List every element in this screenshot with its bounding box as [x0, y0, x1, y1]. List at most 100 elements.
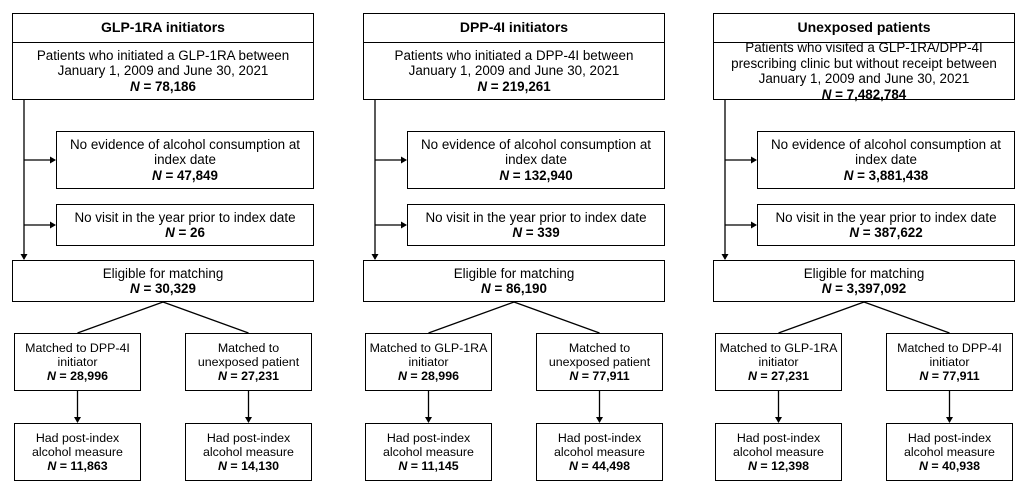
n-symbol: N	[919, 369, 929, 383]
cohort-count: N = 7,482,784	[714, 87, 1014, 103]
post-right-text-line: alcohol measure	[904, 445, 995, 459]
post-left-text-line: alcohol measure	[32, 445, 123, 459]
excl2-count: N = 387,622	[758, 225, 1014, 241]
n-value: 77,911	[942, 369, 980, 383]
match-left-text-line: initiator	[57, 355, 98, 369]
match-left-count: N = 27,231	[716, 369, 841, 383]
n-value: 7,482,784	[846, 86, 907, 102]
excl1-text-line: No evidence of alcohol consumption at	[420, 136, 651, 152]
n-symbol: N	[165, 225, 175, 240]
n-equals: =	[406, 369, 422, 383]
n-value: 86,190	[505, 281, 547, 296]
excl1-text-line: No evidence of alcohol consumption at	[770, 136, 1001, 152]
eligible-count: N = 3,397,092	[714, 281, 1014, 297]
exclusion-arrow	[50, 221, 56, 229]
cohort-count: N = 78,186	[13, 79, 313, 95]
eligible-count: N = 30,329	[13, 281, 313, 297]
n-symbol: N	[130, 281, 140, 296]
excl1-text-line: index date	[855, 152, 917, 168]
col3-title: Unexposed patients	[713, 13, 1015, 43]
exclusion-arrow	[401, 156, 407, 164]
post-right-text-line: Had post-index	[206, 431, 291, 445]
cohort-count: N = 219,261	[364, 79, 664, 95]
n-symbol: N	[849, 225, 859, 240]
n-equals: =	[853, 167, 869, 183]
split-line	[513, 301, 600, 334]
match-to-post-arrow	[946, 417, 953, 423]
n-symbol: N	[843, 167, 854, 183]
split-line	[162, 301, 249, 334]
match-right-text-line: initiator	[929, 355, 970, 369]
n-value: 14,130	[241, 459, 279, 473]
post-left-text-line: alcohol measure	[383, 445, 474, 459]
excl1-count: N = 47,849	[57, 168, 313, 184]
n-equals: =	[927, 459, 943, 473]
match-right-text-line: Matched to	[568, 341, 631, 355]
n-symbol: N	[481, 281, 491, 296]
n-symbol: N	[398, 369, 407, 383]
n-symbol: N	[919, 459, 928, 473]
excl2-count: N = 26	[57, 225, 313, 241]
n-symbol: N	[218, 369, 227, 383]
eligible-text-line: Eligible for matching	[803, 265, 925, 281]
match-left-text-line: initiator	[758, 355, 799, 369]
match-to-post-arrow	[596, 417, 603, 423]
post-right-text-line: alcohol measure	[203, 445, 294, 459]
exclusion-arrow	[401, 221, 407, 229]
n-symbol: N	[512, 225, 523, 240]
match-left-text-line: initiator	[408, 355, 449, 369]
post-right-count: N = 44,498	[537, 459, 662, 473]
match-to-post-arrow	[775, 417, 782, 423]
cohort-text-line: January 1, 2009 and June 30, 2021	[758, 71, 970, 86]
split-line	[428, 301, 515, 334]
post-right-text-line: Had post-index	[907, 431, 992, 445]
n-symbol: N	[47, 459, 57, 473]
col2-title: DPP-4I initiators	[363, 13, 665, 43]
n-value: 30,329	[154, 281, 196, 296]
match-to-post-arrow	[74, 417, 81, 423]
match-right-text-line: unexposed patient	[548, 355, 651, 369]
exclusion-arrow	[50, 156, 56, 164]
n-value: 28,996	[421, 369, 459, 383]
exclusion-arrow	[751, 221, 757, 229]
cohort-text-line: Patients who initiated a GLP-1RA between	[36, 47, 290, 63]
excl1-count: N = 3,881,438	[758, 168, 1014, 184]
n-symbol: N	[152, 167, 162, 183]
cohort-text-line: January 1, 2009 and June 30, 2021	[57, 63, 269, 79]
excl2-text-line: No visit in the year prior to index date	[74, 209, 296, 225]
n-equals: =	[161, 167, 177, 183]
n-equals: =	[56, 459, 71, 473]
n-value: 27,231	[771, 369, 809, 383]
n-equals: =	[509, 167, 525, 183]
post-right-text-line: alcohol measure	[554, 445, 645, 459]
n-equals: =	[756, 369, 772, 383]
n-value: 12,398	[771, 459, 809, 473]
split-line	[863, 301, 950, 334]
eligible-text-line: Eligible for matching	[453, 265, 575, 281]
n-symbol: N	[218, 459, 227, 473]
excl1-text-line: No evidence of alcohol consumption at	[69, 136, 300, 152]
split-line	[77, 301, 164, 334]
n-equals: =	[756, 459, 772, 473]
n-equals: =	[139, 281, 155, 296]
n-equals: =	[226, 459, 242, 473]
n-value: 11,145	[421, 459, 459, 473]
post-left-text-line: Had post-index	[35, 431, 120, 445]
trunk-arrow	[20, 254, 28, 260]
post-right-count: N = 14,130	[186, 459, 311, 473]
n-value: 78,186	[154, 78, 196, 94]
split-line	[778, 301, 865, 334]
match-left-text-line: Matched to GLP-1RA	[369, 341, 488, 355]
match-right-count: N = 27,231	[186, 369, 311, 383]
n-symbol: N	[569, 369, 579, 383]
